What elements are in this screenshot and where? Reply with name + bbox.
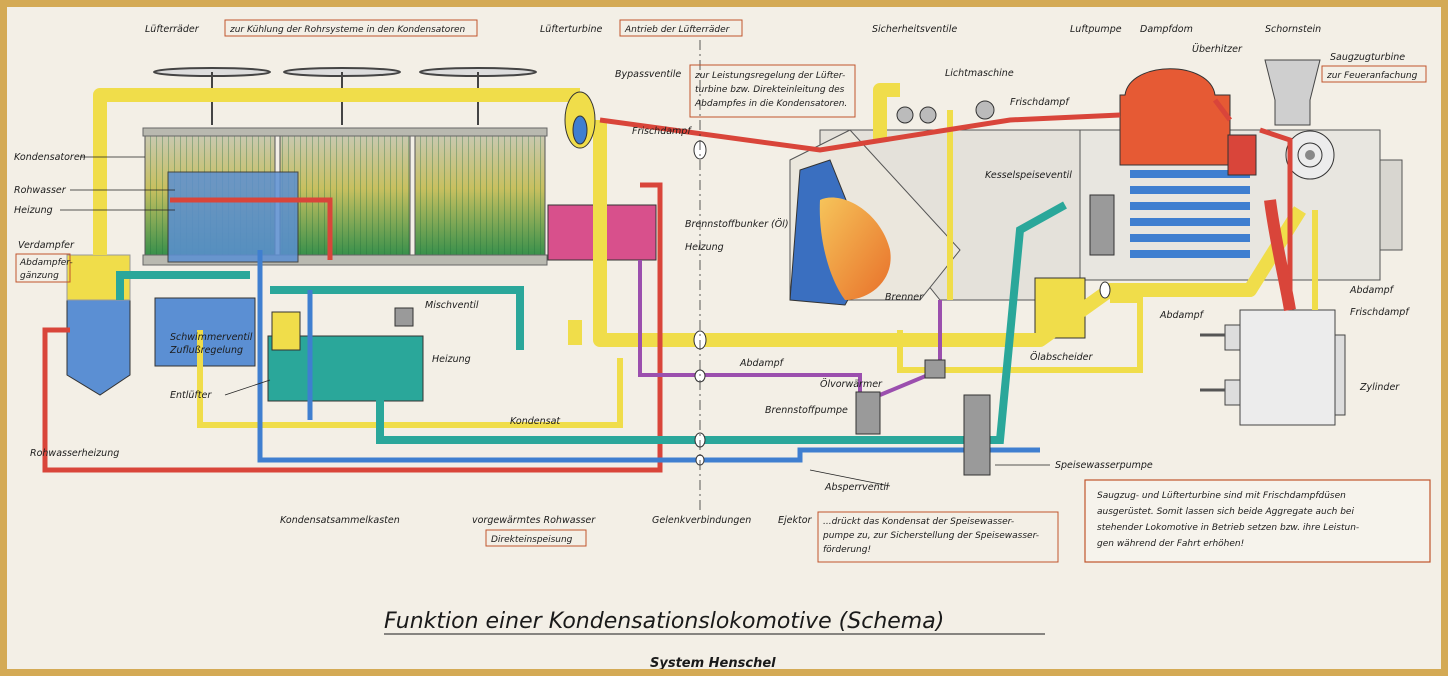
label-ejektor-note-3: förderung!: [823, 545, 871, 555]
label-zuflussregelung: Zuflußregelung: [169, 345, 243, 356]
raw-water-tank: [168, 172, 298, 262]
label-frischdampf-right: Frischdampf: [1010, 97, 1070, 108]
label-heizung-mid: Heizung: [685, 242, 724, 253]
label-saugzugturbine: Saugzugturbine: [1330, 52, 1405, 63]
label-abdampfergaenzung-2: gänzung: [20, 271, 59, 281]
info-line-4: gen während der Fahrt erhöhen!: [1097, 539, 1244, 549]
label-gelenkverbindungen: Gelenkverbindungen: [652, 515, 751, 526]
label-brenner: Brenner: [885, 292, 924, 303]
label-bypass-note-3: Abdampfes in die Kondensatoren.: [694, 99, 847, 109]
superheater: [1228, 135, 1256, 175]
draught-turbine: [1286, 131, 1334, 179]
label-schornstein: Schornstein: [1265, 24, 1321, 35]
label-brennstoffpumpe: Brennstoffpumpe: [765, 405, 848, 416]
label-direkteinspeisung: Direkteinspeisung: [491, 535, 573, 545]
label-ejektor-note-2: pumpe zu, zur Sicherstellung der Speisew…: [822, 531, 1039, 541]
label-bypass-note-2: turbine bzw. Direkteinleitung des: [695, 85, 845, 95]
fan-turbine: [565, 92, 595, 148]
label-bypass-note-1: zur Leistungsregelung der Lüfter-: [694, 71, 845, 81]
label-kondensat: Kondensat: [510, 416, 561, 427]
label-luefterraeder-note: zur Kühlung der Rohrsysteme in den Konde…: [229, 25, 466, 35]
label-frischdampf-far: Frischdampf: [1350, 307, 1410, 318]
label-mischventil: Mischventil: [425, 300, 479, 311]
label-schwimmerventil: Schwimmerventil: [170, 332, 253, 343]
label-luefterraeder: Lüfterräder: [145, 24, 200, 35]
label-bypassventile: Bypassventile: [615, 69, 681, 80]
label-saugzug-note: zur Feueranfachung: [1326, 71, 1418, 81]
label-oelabscheider: Ölabscheider: [1030, 352, 1094, 363]
deaerator: [272, 312, 300, 350]
locomotive-schematic: Lüfterräder zur Kühlung der Rohrsysteme …: [7, 7, 1441, 669]
label-lichtmaschine: Lichtmaschine: [945, 68, 1014, 79]
label-heizung-left: Heizung: [14, 205, 53, 216]
chimney: [1265, 60, 1320, 125]
label-luftpumpe: Luftpumpe: [1070, 24, 1122, 35]
label-kesselspeiseventil: Kesselspeiseventil: [985, 170, 1072, 181]
label-rohwasser: Rohwasser: [14, 185, 67, 196]
info-line-2: ausgerüstet. Somit lassen sich beide Agg…: [1097, 507, 1354, 517]
label-entluefter: Entlüfter: [170, 390, 212, 401]
label-absperrventil: Absperrventil: [824, 482, 889, 493]
label-speisewasserpumpe: Speisewasserpumpe: [1055, 460, 1153, 471]
cylinder-block: [1200, 310, 1345, 425]
label-zylinder: Zylinder: [1359, 382, 1400, 393]
label-kondensatoren: Kondensatoren: [14, 152, 86, 163]
label-luefterturbine-note: Antrieb der Lüfterräder: [624, 25, 731, 35]
label-ueberhitzer: Überhitzer: [1192, 44, 1243, 55]
label-vorgewaermtes-rohwasser: vorgewärmtes Rohwasser: [472, 515, 596, 526]
label-sicherheitsventile: Sicherheitsventile: [872, 24, 957, 35]
page-subtitle: System Henschel: [650, 656, 776, 669]
label-brennstoffbunker: Brennstoffbunker (Öl): [685, 219, 789, 230]
label-verdampfer: Verdampfer: [18, 240, 75, 251]
label-frischdampf-top: Frischdampf: [632, 126, 692, 137]
label-heizung-lower: Heizung: [432, 354, 471, 365]
label-dampfdom: Dampfdom: [1140, 24, 1193, 35]
info-line-3: stehender Lokomotive in Betrieb setzen b…: [1097, 523, 1359, 533]
info-line-1: Saugzug- und Lüfterturbine sind mit Fris…: [1097, 491, 1346, 501]
page-title: Funktion einer Kondensationslokomotive (…: [384, 609, 944, 634]
label-kondensatsammelkasten: Kondensatsammelkasten: [280, 515, 400, 526]
label-ejektor-note-1: ...drückt das Kondensat der Speisewasser…: [823, 517, 1014, 527]
label-ejektor: Ejektor: [778, 515, 813, 526]
label-luefterturbine: Lüfterturbine: [540, 24, 602, 35]
label-abdampf-right: Abdampf: [1159, 310, 1205, 321]
label-abdampfergaenzung-1: Abdampfer-: [19, 258, 73, 268]
label-abdampf-center: Abdampf: [739, 358, 785, 369]
label-rohwasserheizung: Rohwasserheizung: [30, 448, 119, 459]
label-oelvorwaermer: Ölvorwärmer: [820, 379, 883, 390]
label-abdampf-far: Abdampf: [1349, 285, 1395, 296]
